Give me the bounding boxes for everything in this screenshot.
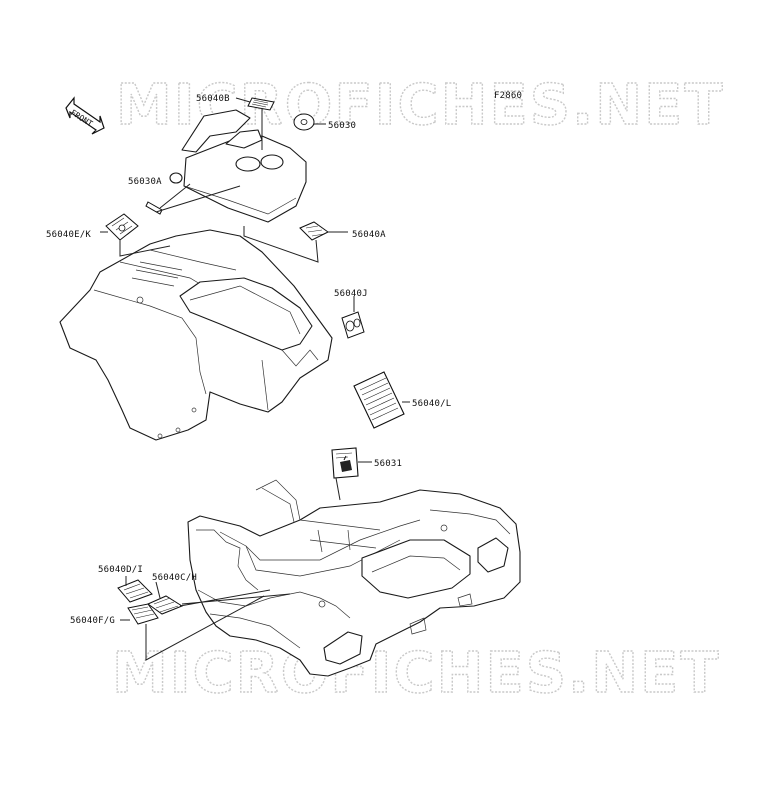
part-label-56040B: 56040B <box>196 94 230 104</box>
label-56031 <box>331 447 359 479</box>
part-label-56040L: 56040/L <box>412 399 451 409</box>
part-label-56040CH: 56040C/H <box>152 573 197 583</box>
part-label-56030: 56030 <box>328 121 356 131</box>
leader-lines-lower <box>120 461 372 661</box>
decal-56040J <box>341 311 365 339</box>
part-label-56040FG: 56040F/G <box>70 616 115 626</box>
part-label-56040DI: 56040D/I <box>98 565 143 575</box>
figure-code: F2860 <box>494 91 522 101</box>
part-label-56040J: 56040J <box>334 289 368 299</box>
decal-56040FG <box>127 603 159 625</box>
clip-56030A <box>145 201 163 215</box>
part-label-56040A: 56040A <box>352 230 386 240</box>
front-fender <box>59 109 333 441</box>
front-arrow-icon: FRONT <box>65 96 105 135</box>
part-label-56031: 56031 <box>374 459 402 469</box>
decal-56040EK <box>105 213 139 241</box>
decal-56040DI <box>117 579 153 603</box>
decal-56040A <box>299 221 329 241</box>
washer-56030 <box>293 113 315 131</box>
decal-56040L <box>353 371 405 429</box>
watermark-bottom: MICROFICHES.NET <box>112 641 721 706</box>
part-labels: 56040B 56030 56030A 56040E/K 56040A 5604… <box>46 94 451 626</box>
rear-fender <box>187 479 521 677</box>
leader-lines-upper <box>100 97 410 403</box>
part-label-56030A: 56030A <box>128 177 162 187</box>
decal-56040B <box>247 97 275 111</box>
part-label-56040EK: 56040E/K <box>46 230 91 240</box>
